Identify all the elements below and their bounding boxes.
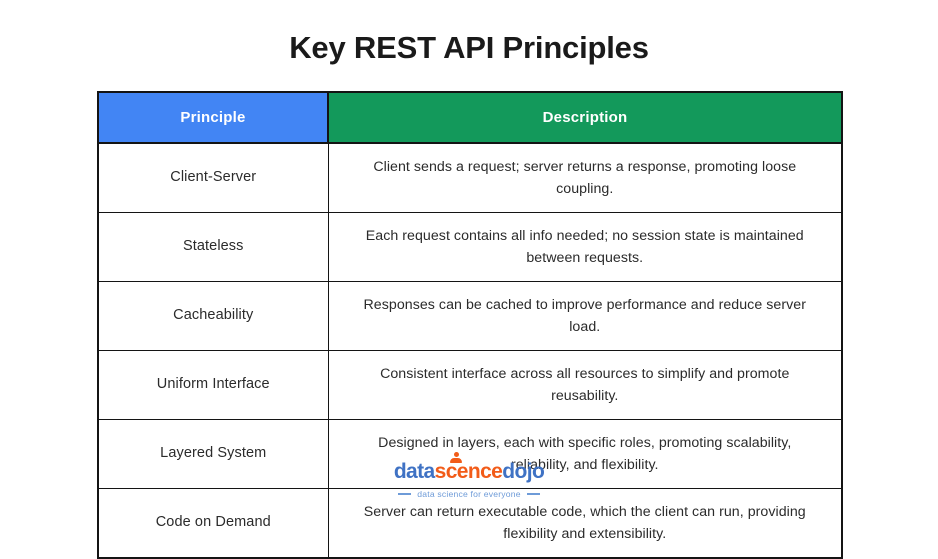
logo-word-data: data — [393, 460, 435, 483]
table-header-row: Principle Description — [97, 91, 843, 144]
logo-tagline: data science for everyone — [398, 489, 540, 499]
table-header: Principle Description — [97, 91, 843, 144]
cell-principle: Uniform Interface — [97, 350, 329, 420]
cell-principle: Stateless — [97, 212, 329, 282]
column-header-principle: Principle — [97, 91, 329, 144]
logo-word-dojo: dojo — [502, 460, 545, 483]
cell-description: Responses can be cached to improve perfo… — [327, 281, 843, 351]
logo-word-ence: ence — [456, 460, 503, 483]
brand-logo: datascencedojo data science for everyone — [0, 452, 938, 499]
cell-description: Each request contains all info needed; n… — [327, 212, 843, 282]
cell-principle: Client-Server — [97, 142, 329, 213]
table-row: Stateless Each request contains all info… — [97, 212, 843, 282]
tagline-text: data science for everyone — [417, 489, 521, 499]
table-row: Cacheability Responses can be cached to … — [97, 281, 843, 351]
table-row: Layered System Designed in layers, each … — [97, 419, 843, 489]
table-row: Uniform Interface Consistent interface a… — [97, 350, 843, 420]
column-header-description: Description — [327, 91, 843, 144]
cell-description: Client sends a request; server returns a… — [327, 142, 843, 213]
person-body-icon — [450, 457, 463, 463]
infographic-page: Key REST API Principles Principle Descri… — [0, 30, 938, 559]
table-row: Client-Server Client sends a request; se… — [97, 142, 843, 213]
cell-principle: Layered System — [97, 419, 329, 489]
tagline-rule-left-icon — [398, 493, 412, 495]
page-title: Key REST API Principles — [289, 30, 649, 65]
tagline-rule-right-icon — [526, 493, 540, 495]
cell-description: Consistent interface across all resource… — [327, 350, 843, 420]
cell-principle: Cacheability — [97, 281, 329, 351]
person-head-icon — [453, 452, 459, 457]
logo-wordmark: datascencedojo — [393, 452, 545, 483]
person-icon — [450, 452, 463, 465]
cell-description: Designed in layers, each with specific r… — [327, 419, 843, 489]
logo-word-sc: sc — [434, 460, 458, 483]
